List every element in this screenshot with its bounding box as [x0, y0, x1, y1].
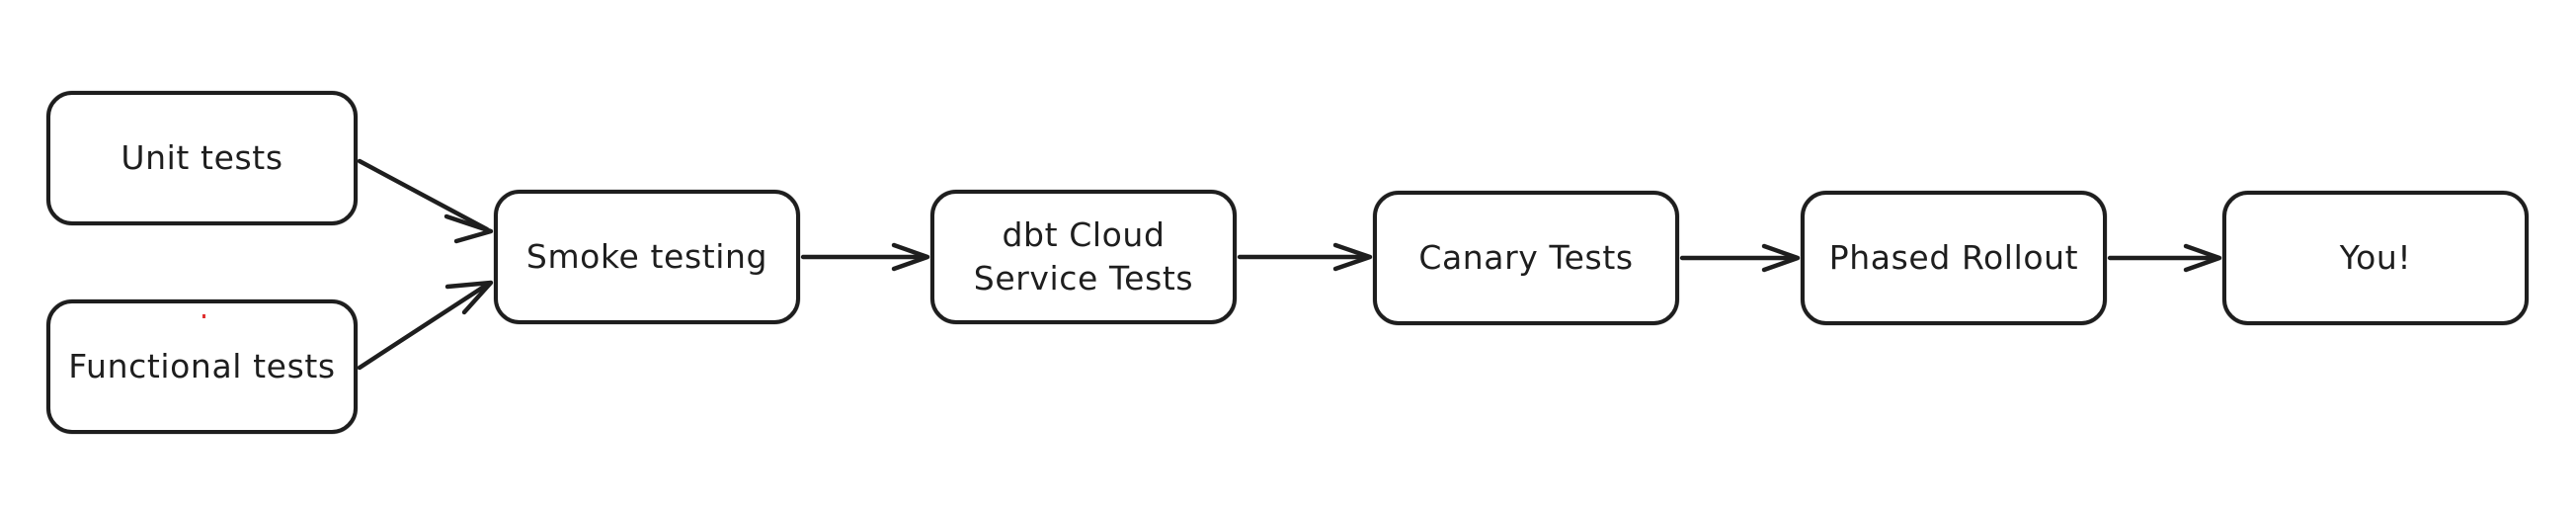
edge-dbt-to-canary: [1237, 242, 1373, 272]
node-functional-tests[interactable]: Functional tests: [46, 299, 358, 434]
node-functional-tests-label: Functional tests: [68, 346, 336, 385]
node-unit-tests-label: Unit tests: [121, 137, 283, 177]
node-you-label: You!: [2339, 237, 2412, 277]
ink-speck: [202, 314, 205, 318]
node-canary-tests[interactable]: Canary Tests: [1373, 191, 1679, 325]
node-phased-rollout[interactable]: Phased Rollout: [1801, 191, 2107, 325]
node-smoke-testing-label: Smoke testing: [525, 236, 768, 276]
node-smoke-testing[interactable]: Smoke testing: [494, 190, 800, 324]
edge-functional-to-smoke: [357, 280, 494, 371]
edge-phased-to-you: [2107, 243, 2222, 273]
edge-unit-to-smoke: [357, 158, 494, 244]
node-unit-tests[interactable]: Unit tests: [46, 91, 358, 225]
node-phased-rollout-label: Phased Rollout: [1828, 237, 2079, 277]
node-canary-tests-label: Canary Tests: [1418, 237, 1634, 277]
node-you[interactable]: You!: [2222, 191, 2529, 325]
node-dbt-cloud-service-tests[interactable]: dbt Cloud Service Tests: [930, 190, 1237, 324]
node-dbt-cloud-service-tests-label: dbt Cloud Service Tests: [973, 214, 1194, 298]
edge-smoke-to-dbt: [800, 242, 930, 272]
edge-canary-to-phased: [1679, 243, 1801, 273]
